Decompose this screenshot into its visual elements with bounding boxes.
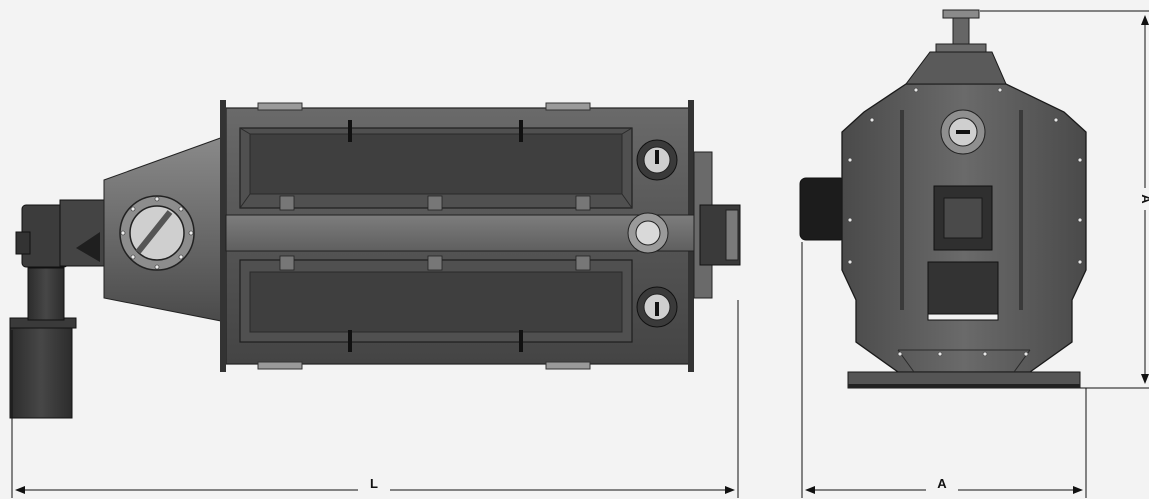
- bearing-housing: [693, 151, 741, 299]
- drive-motor: [9, 199, 107, 419]
- length-label: L: [370, 476, 378, 491]
- side-motor: [799, 177, 847, 241]
- outlet-port: [627, 212, 669, 254]
- inspection-port-upper: [636, 139, 678, 181]
- side-access-cover: [933, 185, 993, 251]
- height-label: A: [1139, 194, 1149, 204]
- front-view: [9, 100, 741, 419]
- lower-access-panel: [239, 259, 633, 352]
- side-sight-port: [940, 109, 986, 155]
- upper-access-panel: [239, 120, 633, 209]
- discharge-chute: [927, 261, 999, 321]
- inspection-port-lower: [636, 286, 678, 328]
- side-view: [799, 9, 1087, 389]
- width-label: A: [937, 476, 947, 491]
- center-band: [225, 214, 697, 252]
- inlet-port: [119, 195, 195, 271]
